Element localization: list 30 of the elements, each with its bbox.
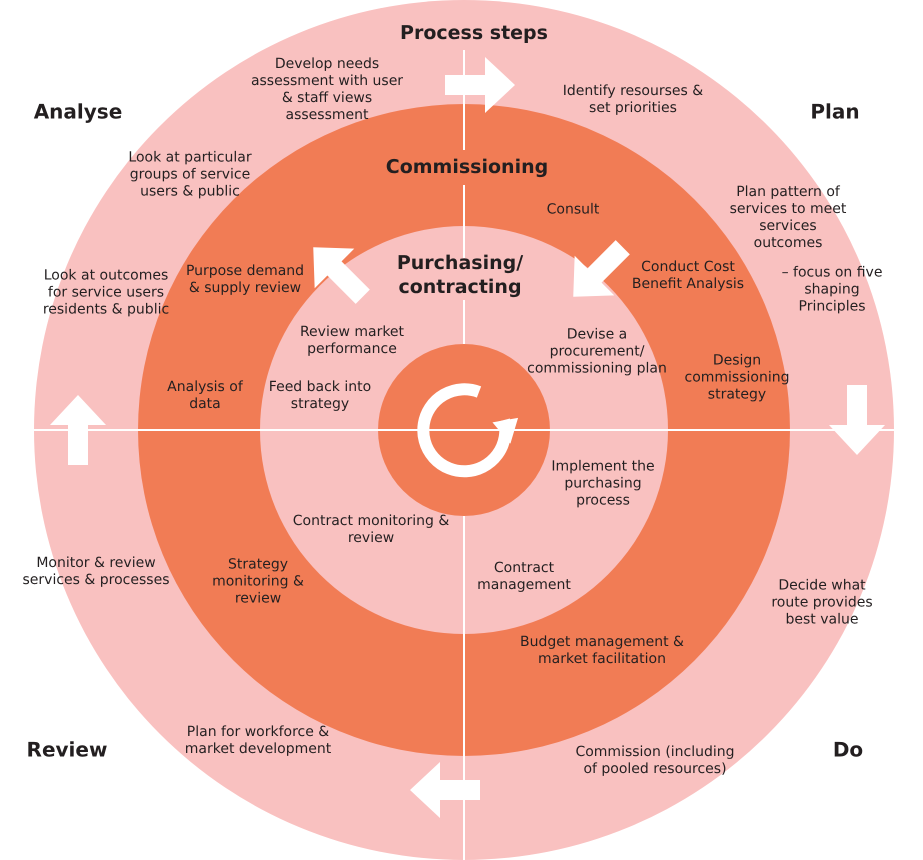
quadrant-heading: Do <box>832 742 864 758</box>
quadrant-heading: Plan <box>809 104 861 120</box>
step-label: Feed back into strategy <box>268 379 372 413</box>
step-label: Contract monitoring & review <box>292 513 450 547</box>
ring-title: Purchasing/ contracting <box>396 251 524 299</box>
step-label: Plan for workforce & market development <box>184 724 332 758</box>
step-label: Budget management & market facilitation <box>519 634 685 668</box>
step-label: Contract management <box>476 560 572 594</box>
step-label: Plan pattern of services to meet services outcomes <box>728 184 848 252</box>
step-label: – focus on five shaping Principles <box>780 264 884 316</box>
diagram-heading: Process steps <box>399 21 549 45</box>
step-label: Commission (including of pooled resources) <box>575 744 735 778</box>
step-label: Review market performance <box>298 324 406 358</box>
step-label: Monitor & review services & processes <box>22 555 170 589</box>
step-label: Analysis of data <box>166 379 244 413</box>
step-label: Decide what route provides best value <box>770 578 874 628</box>
step-label: Look at particular groups of service users & public <box>127 150 253 200</box>
step-label: Identify resourses & set priorities <box>562 83 704 117</box>
step-label: Consult <box>546 202 600 218</box>
step-label: Conduct Cost Benefit Analysis <box>630 259 746 293</box>
step-label: Look at outcomes for service users residents & public <box>42 268 170 318</box>
step-label: Develop needs assessment with user & staff views assessment <box>250 56 404 124</box>
quadrant-heading: Review <box>26 742 108 758</box>
step-label: Design commissioning strategy <box>684 352 790 404</box>
step-label: Strategy monitoring & review <box>211 556 305 608</box>
quadrant-heading: Analyse <box>32 104 124 120</box>
step-label: Devise a procurement/ commissioning plan <box>527 326 667 378</box>
step-label: Implement the purchasing process <box>550 458 656 510</box>
ring-title: Commissioning <box>384 155 550 179</box>
step-label: Purpose demand & supply review <box>185 263 305 297</box>
